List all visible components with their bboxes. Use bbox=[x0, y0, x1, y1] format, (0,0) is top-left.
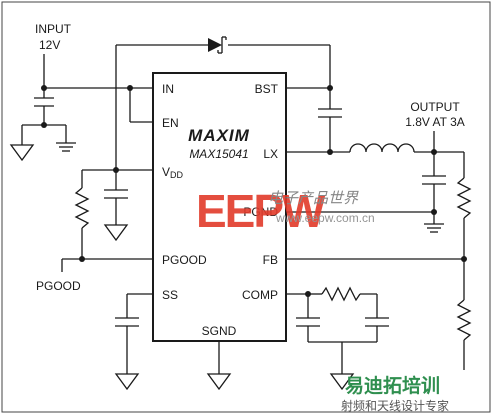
ground-symbol bbox=[103, 224, 129, 242]
output-spec: 1.8V AT 3A bbox=[405, 115, 465, 129]
pin-vdd-label: VDD bbox=[162, 165, 184, 180]
input-voltage: 12V bbox=[39, 38, 60, 52]
chassis-ground-symbol bbox=[56, 142, 76, 152]
eepw-url-text: www.eepw.com.cn bbox=[275, 211, 375, 225]
ss-wiring bbox=[115, 293, 153, 374]
pgood-output-label: PGOOD bbox=[36, 279, 81, 293]
pin-in-label: IN bbox=[162, 82, 174, 96]
ground-symbol bbox=[206, 373, 232, 391]
lx-wiring bbox=[286, 143, 472, 370]
input-wiring bbox=[21, 54, 153, 145]
ground-symbol bbox=[329, 373, 355, 391]
junction-lx bbox=[327, 149, 333, 155]
junction-pgood bbox=[79, 256, 85, 262]
pin-en-label: EN bbox=[162, 116, 179, 130]
diode-icon bbox=[208, 36, 227, 54]
pin-pgnd-label: PGND bbox=[243, 205, 278, 219]
ground-symbol bbox=[114, 373, 140, 391]
junction-bst bbox=[327, 85, 333, 91]
comp-wiring bbox=[286, 286, 389, 374]
junction-input-gnd bbox=[41, 122, 47, 128]
pin-bst-label: BST bbox=[255, 82, 279, 96]
pin-sgnd-label: SGND bbox=[202, 324, 237, 338]
maxim-logo: MAXIM bbox=[188, 126, 250, 145]
output-label: OUTPUT bbox=[410, 100, 460, 114]
pin-lx-label: LX bbox=[263, 147, 278, 161]
bottom-watermark-sub: 射频和天线设计专家 bbox=[341, 398, 449, 413]
eepw-cn-text: 电子产品世界 bbox=[268, 189, 359, 207]
pin-ss-label: SS bbox=[162, 288, 178, 302]
bottom-watermark-cn: 易迪拓培训 bbox=[345, 374, 440, 397]
chassis-ground-symbol bbox=[424, 223, 444, 233]
eepw-watermark: EEPW 电子产品世界 www.eepw.com.cn bbox=[196, 185, 375, 237]
junction-fb bbox=[461, 256, 467, 262]
eepw-logo-text: EEPW bbox=[196, 185, 326, 237]
maxim-logo-text: MAXIM bbox=[188, 126, 250, 145]
bst-wiring bbox=[115, 44, 342, 170]
bottom-watermark: 易迪拓培训 射频和天线设计专家 bbox=[341, 374, 449, 413]
junction-vdd bbox=[113, 167, 119, 173]
junction-pgnd bbox=[431, 209, 437, 215]
pgood-wiring bbox=[61, 258, 153, 272]
junction-in bbox=[41, 85, 47, 91]
junction-en bbox=[127, 85, 133, 91]
pin-comp-label: COMP bbox=[242, 288, 278, 302]
pin-fb-label: FB bbox=[263, 253, 278, 267]
vdd-wiring bbox=[74, 169, 153, 259]
ic-part-number: MAX15041 bbox=[189, 147, 248, 161]
pin-vdd-main: V bbox=[162, 165, 170, 179]
ground-symbol bbox=[9, 144, 35, 162]
pin-pgood-label: PGOOD bbox=[162, 253, 207, 267]
pin-vdd-sub: DD bbox=[170, 170, 183, 180]
input-label: INPUT bbox=[35, 22, 72, 36]
junction-comp bbox=[305, 291, 311, 297]
